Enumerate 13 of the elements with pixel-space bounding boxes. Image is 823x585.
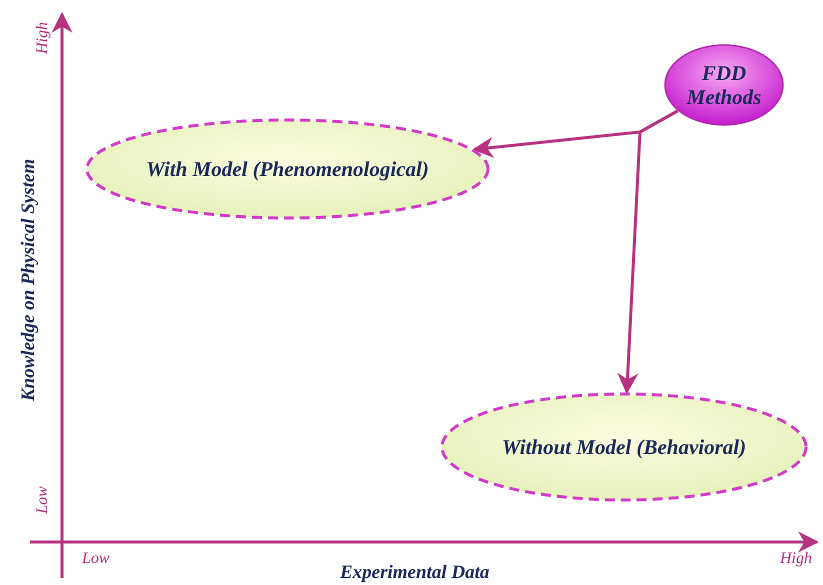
axis-tick-label: Low bbox=[82, 550, 110, 568]
axis-tick-label: High bbox=[34, 22, 52, 54]
oval-node bbox=[440, 392, 808, 502]
node-label: FDD Methods bbox=[685, 60, 762, 110]
axis-title: Knowledge on Physical System bbox=[18, 158, 40, 402]
axis-tick-label: High bbox=[780, 550, 812, 568]
oval-node bbox=[664, 44, 784, 126]
arrow bbox=[617, 110, 678, 394]
axis-title: Experimental Data bbox=[340, 562, 490, 584]
node-label: Without Model (Behavioral) bbox=[502, 434, 746, 460]
axis-tick-label: Low bbox=[34, 486, 52, 514]
oval-node bbox=[85, 118, 490, 220]
node-label: With Model (Phenomenological) bbox=[146, 156, 429, 182]
